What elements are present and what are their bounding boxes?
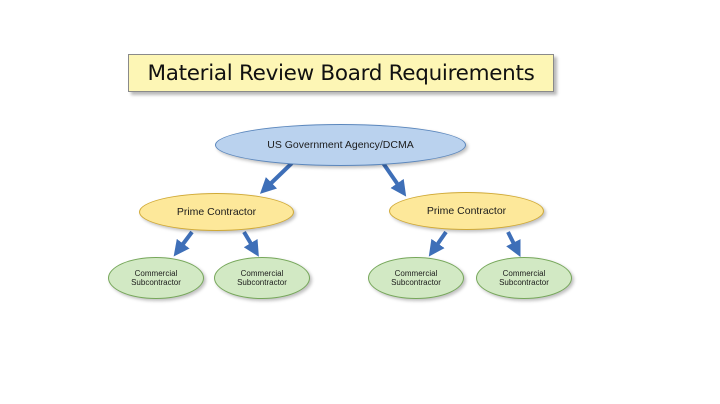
arrow-prime-right-to-sub-4 [506, 231, 521, 258]
arrow-prime-left-to-sub-2 [242, 230, 259, 257]
arrow-prime-right-to-sub-3 [428, 230, 448, 257]
node-subcontractor-3: Commercial Subcontractor [368, 257, 464, 299]
arrow-agency-to-prime-right [381, 161, 407, 197]
node-prime-contractor-right: Prime Contractor [389, 192, 544, 230]
node-prime-contractor-left: Prime Contractor [139, 193, 294, 231]
node-agency: US Government Agency/DCMA [215, 124, 466, 166]
node-subcontractor-4: Commercial Subcontractor [476, 257, 572, 299]
diagram-title: Material Review Board Requirements [128, 54, 554, 92]
arrow-prime-left-to-sub-1 [173, 230, 194, 257]
arrow-agency-to-prime-left [259, 161, 294, 194]
node-subcontractor-2: Commercial Subcontractor [214, 257, 310, 299]
node-subcontractor-1: Commercial Subcontractor [108, 257, 204, 299]
